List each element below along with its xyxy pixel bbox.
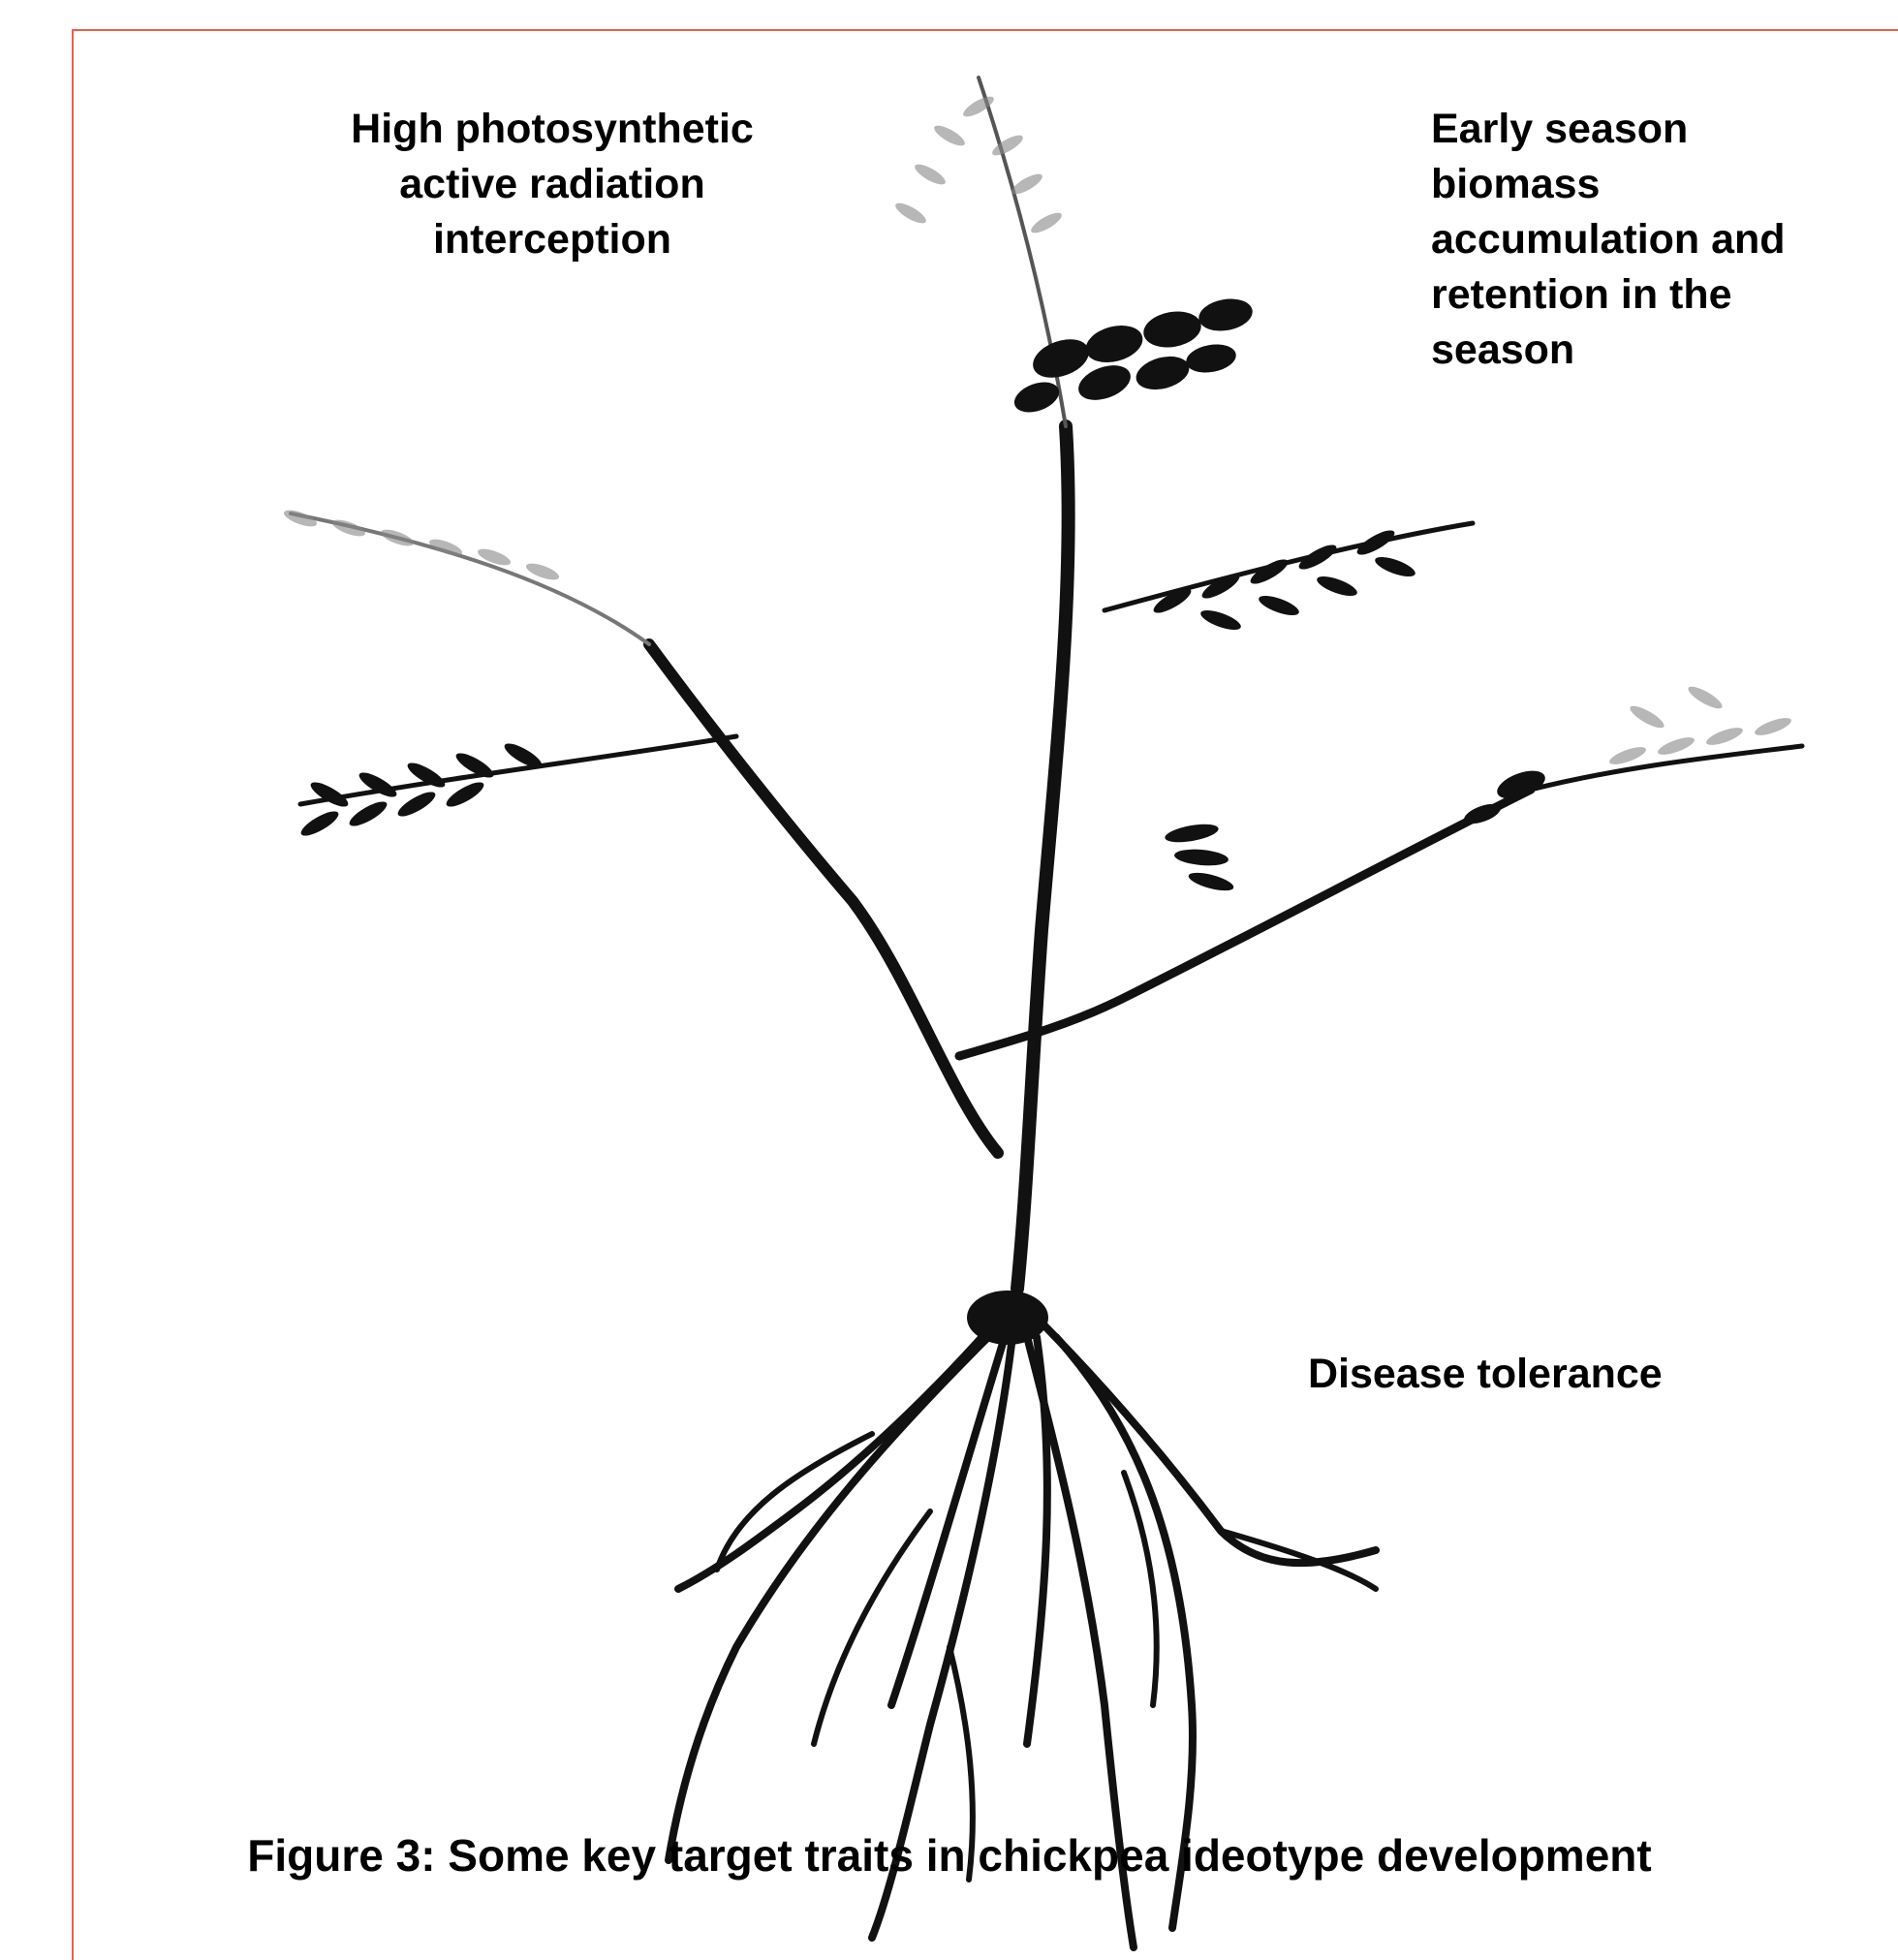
- trait-label-par-interception: High photosynthetic active radiation int…: [291, 102, 814, 267]
- leaflets: [297, 295, 1548, 894]
- trait-label-disease-tolerance: Disease tolerance: [1308, 1347, 1663, 1402]
- trait-label-biomass: Early season biomass accumulation and re…: [1431, 102, 1867, 378]
- main-stem: [1017, 426, 1069, 1289]
- figure-caption: Figure 3: Some key target traits in chic…: [145, 1826, 1754, 1884]
- left-branch: [649, 644, 998, 1153]
